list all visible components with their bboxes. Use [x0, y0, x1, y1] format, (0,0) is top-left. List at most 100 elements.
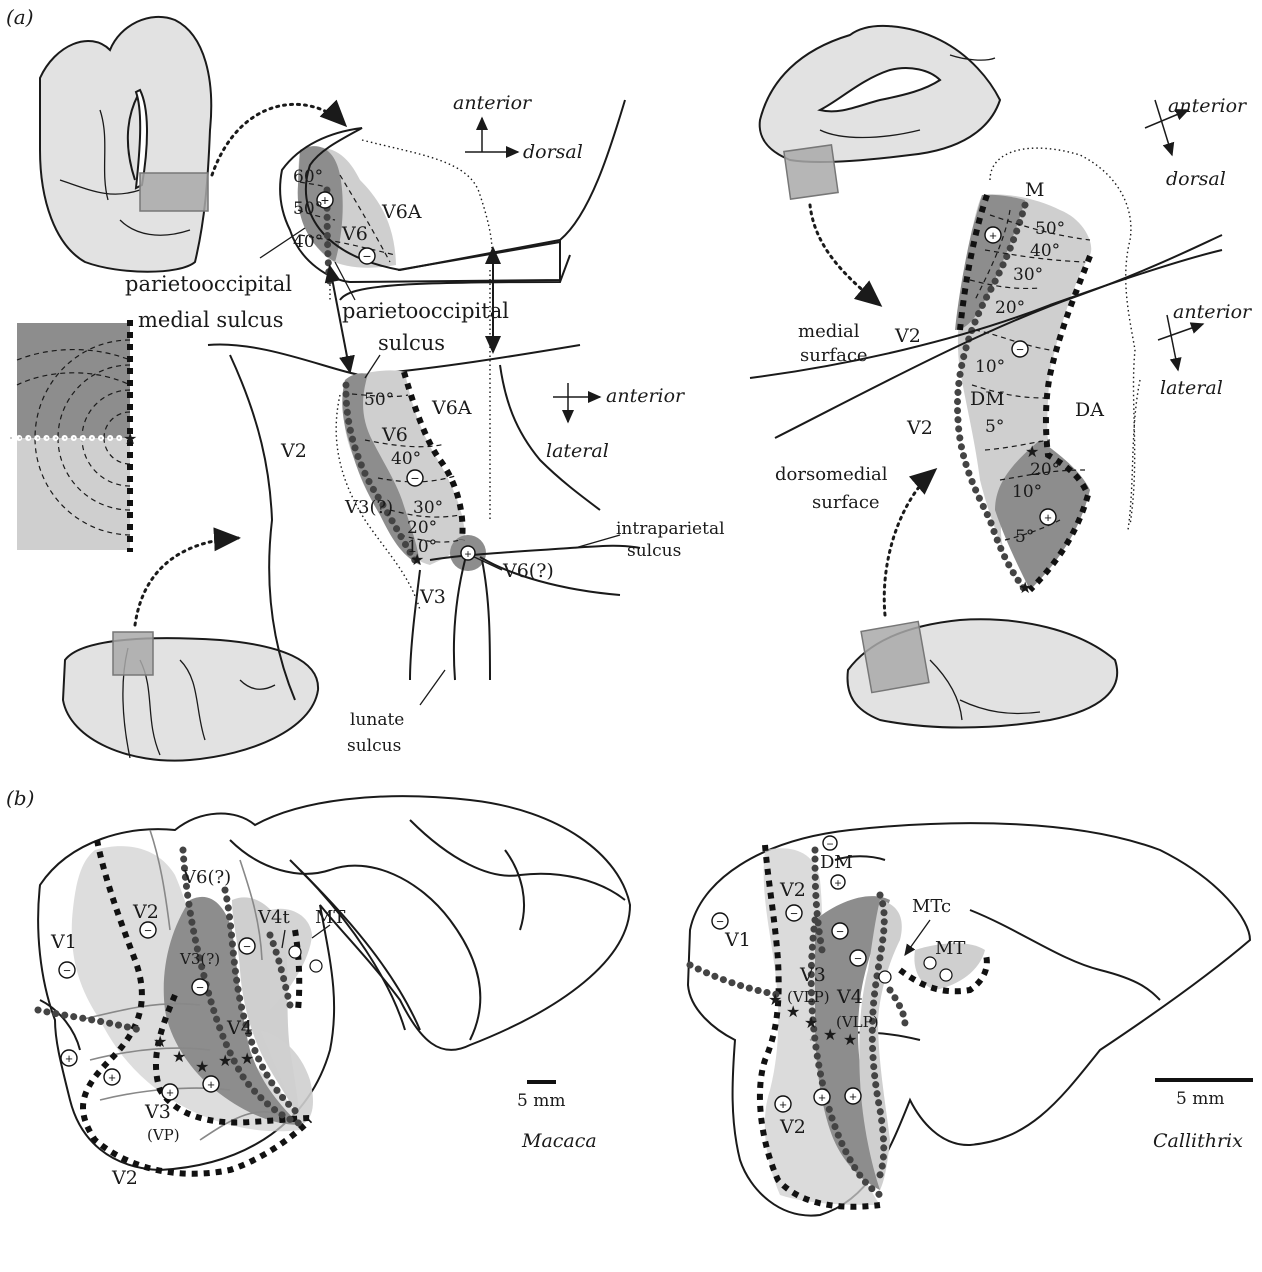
star-marker: ★: [768, 990, 782, 1009]
label-v6a-top: V6A: [381, 201, 422, 223]
label-dorsal-right: dorsal: [1166, 168, 1226, 190]
label-v6-top: V6: [341, 223, 368, 245]
panel-a-label: (a): [6, 5, 34, 29]
macaca-species-label: Macaca: [521, 1130, 597, 1152]
label-dm: DM: [970, 388, 1005, 410]
label-callithrix-mt: MT: [935, 938, 965, 959]
ecc-mid-40: 40°: [391, 449, 421, 469]
label-po-medial-1: parietooccipital: [125, 272, 292, 296]
label-macaca-v3q: V3(?): [179, 950, 220, 968]
ecc-40: 40°: [293, 232, 323, 252]
label-medial-surface: surface: [800, 345, 868, 366]
label-macaca-vp: (VP): [147, 1126, 180, 1144]
ecc-60: 60°: [293, 167, 323, 187]
label-macaca-v4t: V4t: [257, 907, 290, 928]
minus-symbol: −: [1016, 342, 1024, 357]
label-anterior: anterior: [453, 92, 533, 114]
label-callithrix-v3: V3: [799, 964, 826, 986]
label-macaca-v6q: V6(?): [182, 867, 231, 888]
plus-symbol: +: [65, 1051, 73, 1066]
minus-symbol: −: [243, 939, 251, 954]
dotted-arrow-bottom-right: [884, 470, 935, 615]
ecc-r-10: 10°: [975, 357, 1005, 377]
star-marker: ★: [843, 1030, 857, 1049]
minus-symbol: −: [836, 924, 844, 939]
minus-symbol: −: [826, 837, 833, 851]
ecc-mid-30: 30°: [413, 498, 443, 518]
label-callithrix-v2-top: V2: [779, 879, 806, 901]
label-lateral-right: lateral: [1160, 377, 1223, 399]
ecc-mid-20: 20°: [407, 518, 437, 538]
ecc-r-40: 40°: [1030, 241, 1060, 261]
label-callithrix-v4: V4: [836, 986, 863, 1008]
star-marker: ★: [153, 1032, 167, 1051]
star-marker: ★: [172, 1047, 186, 1066]
label-lunate-2: sulcus: [347, 736, 401, 756]
label-lateral: lateral: [546, 440, 609, 462]
label-po-1: parietooccipital: [342, 299, 509, 323]
label-callithrix-dm: DM: [820, 852, 853, 873]
label-po-medial-2: medial sulcus: [138, 308, 284, 332]
ecc-r-5b: 5°: [1015, 527, 1034, 547]
label-anterior-right-mid: anterior: [1173, 301, 1253, 323]
plus-symbol: +: [166, 1085, 174, 1100]
label-v6-question: V6(?): [502, 560, 554, 582]
minus-symbol: −: [363, 248, 371, 264]
macaque-dorsal-map: + − − + ★: [208, 100, 640, 705]
star-marker: ★: [1018, 578, 1032, 597]
minus-symbol: −: [716, 914, 724, 929]
plus-symbol: +: [834, 876, 841, 890]
minus-symbol: −: [144, 923, 152, 938]
label-v2-lower: V2: [906, 417, 933, 439]
label-macaca-v3: V3: [144, 1101, 171, 1123]
macaca-scale-label: 5 mm: [517, 1091, 565, 1111]
ecc-r-5a: 5°: [985, 417, 1004, 437]
plus-symbol: +: [818, 1090, 826, 1105]
label-dorsal: dorsal: [523, 141, 583, 163]
plus-symbol: +: [849, 1089, 857, 1104]
ecc-r-30: 30°: [1013, 265, 1043, 285]
label-medial: medial: [798, 321, 860, 342]
ecc-r-20: 20°: [995, 298, 1025, 318]
label-ip-1: intraparietal: [616, 519, 725, 539]
callithrix-lateral-brain: ★ ★ ★ ★ ★ − − − + − − + + +: [688, 823, 1250, 1215]
ecc-r-10b: 10°: [1012, 482, 1042, 502]
label-callithrix-vlp2: (VLP): [836, 1013, 879, 1031]
plus-symbol: +: [207, 1077, 215, 1092]
label-anterior-mid: anterior: [606, 385, 686, 407]
star-marker: ★: [804, 1013, 818, 1032]
minus-symbol: −: [854, 951, 862, 966]
ecc-mid-10: 10°: [407, 537, 437, 557]
star-marker: ★: [195, 1057, 209, 1076]
label-v2-upper: V2: [894, 325, 921, 347]
macaque-medial-brain-sketch: [40, 17, 211, 272]
marmoset-lateral-brain-sketch: [847, 619, 1117, 727]
label-macaca-mt: MT: [315, 907, 345, 928]
ecc-mid-50: 50°: [364, 390, 394, 410]
minus-symbol: −: [196, 980, 204, 995]
label-callithrix-vlp1: (VLP): [787, 988, 830, 1006]
label-callithrix-v1: V1: [724, 929, 751, 951]
label-v6-mid: V6: [381, 424, 408, 446]
label-v2: V2: [280, 440, 307, 462]
label-macaca-v2-bottom: V2: [111, 1167, 138, 1189]
minus-symbol: −: [790, 906, 798, 921]
marmoset-medial-brain-sketch: [760, 26, 1000, 199]
label-anterior-right: anterior: [1168, 95, 1248, 117]
svg-text:★: ★: [123, 429, 137, 448]
label-macaca-v4: V4: [226, 1017, 253, 1039]
label-ip-2: sulcus: [627, 541, 681, 561]
star-marker: ★: [1025, 442, 1039, 461]
label-po-2: sulcus: [378, 331, 445, 355]
panel-b-label: (b): [6, 786, 34, 810]
minus-symbol: −: [63, 963, 71, 978]
callithrix-scale-label: 5 mm: [1176, 1089, 1224, 1109]
callithrix-species-label: Callithrix: [1153, 1130, 1243, 1152]
label-m: M: [1025, 179, 1044, 201]
plus-symbol: +: [989, 228, 997, 243]
minus-symbol: −: [411, 470, 419, 486]
dotted-arrow-bottom-left: [135, 538, 238, 625]
macaca-lateral-brain: ★ ★ ★ ★ ★ − + − − − + + +: [38, 796, 630, 1174]
ecc-50: 50°: [293, 199, 323, 219]
